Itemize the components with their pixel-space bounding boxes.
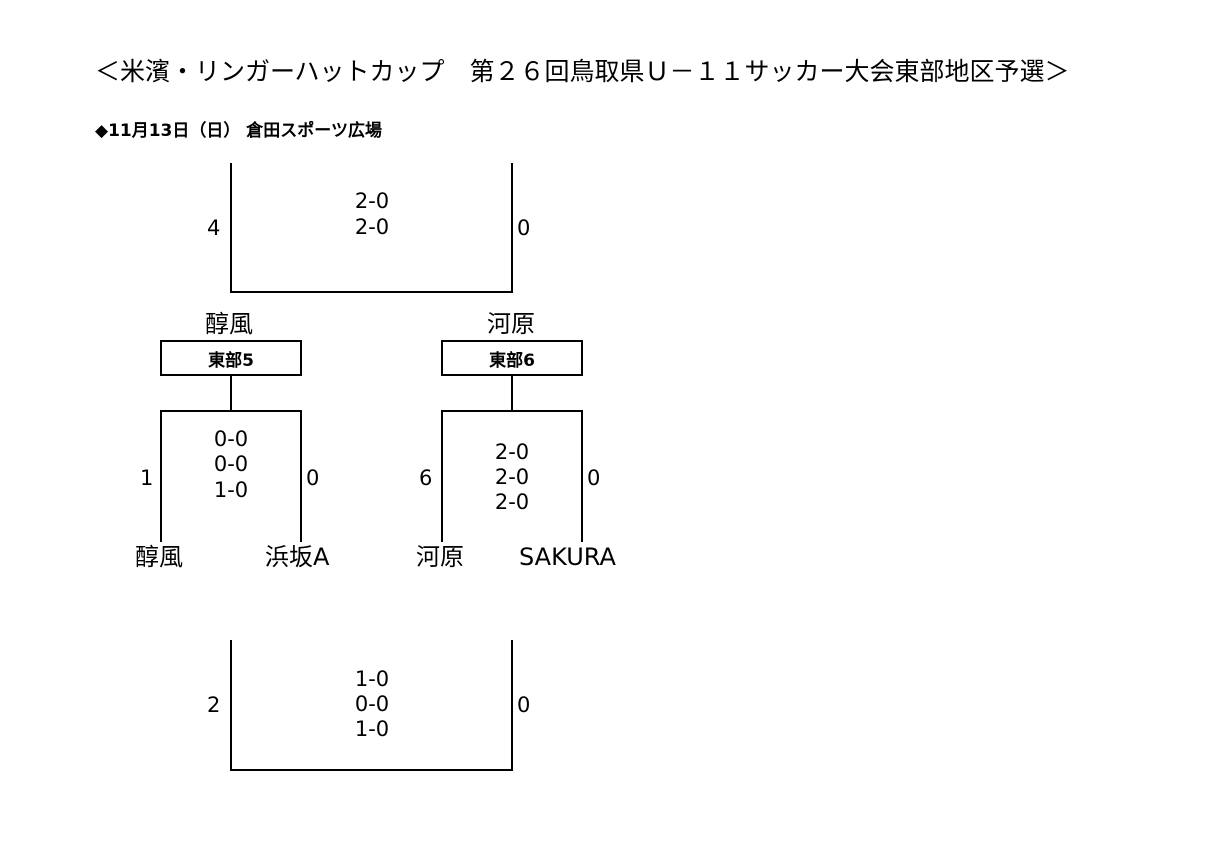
bracket-line (511, 163, 513, 293)
period-score: 0-0 (354, 692, 390, 716)
block6-label-box: 東部6 (441, 340, 583, 376)
bracket-line (230, 163, 232, 293)
bottom-right-score: 0 (517, 693, 531, 717)
block5-team-left: 醇風 (135, 543, 183, 571)
bracket-line (230, 640, 232, 771)
block6-team-right: SAKURA (519, 543, 616, 571)
block5-team-right: 浜坂A (265, 543, 330, 571)
bracket-line (441, 410, 583, 412)
block6-label: 東部6 (489, 350, 535, 371)
period-score: 1-0 (354, 667, 390, 691)
block5-left-score: 1 (140, 466, 154, 490)
bracket-line (581, 410, 583, 542)
bracket-line (160, 410, 162, 542)
period-score: 1-0 (354, 717, 390, 741)
period-score: 2-0 (354, 189, 390, 213)
period-score: 2-0 (494, 465, 530, 489)
bracket-line (230, 375, 232, 412)
period-score: 0-0 (213, 452, 249, 476)
block6-winner: 河原 (487, 310, 535, 338)
period-score: 1-0 (213, 478, 249, 502)
period-score: 2-0 (354, 215, 390, 239)
period-score: 0-0 (213, 427, 249, 451)
bracket-line (230, 769, 513, 771)
top-left-score: 4 (207, 216, 221, 240)
match-date-venue: ◆11月13日（日） 倉田スポーツ広場 (95, 121, 382, 141)
block5-label-box: 東部5 (160, 340, 302, 376)
block5-label: 東部5 (208, 350, 254, 371)
bracket-line (511, 375, 513, 412)
block5-winner: 醇風 (205, 310, 253, 338)
block5-right-score: 0 (306, 466, 320, 490)
bottom-left-score: 2 (207, 693, 221, 717)
bracket-line (230, 291, 513, 293)
page-title: ＜米濱・リンガーハットカップ 第２６回鳥取県Ｕ－１１サッカー大会東部地区予選＞ (95, 57, 1070, 86)
bracket-line (160, 410, 302, 412)
bracket-line (441, 410, 443, 542)
top-right-score: 0 (517, 216, 531, 240)
period-score: 2-0 (494, 440, 530, 464)
period-score: 2-0 (494, 490, 530, 514)
block6-right-score: 0 (587, 466, 601, 490)
block6-left-score: 6 (419, 466, 433, 490)
block6-team-left: 河原 (416, 543, 464, 571)
bracket-line (511, 640, 513, 771)
bracket-line (300, 410, 302, 542)
